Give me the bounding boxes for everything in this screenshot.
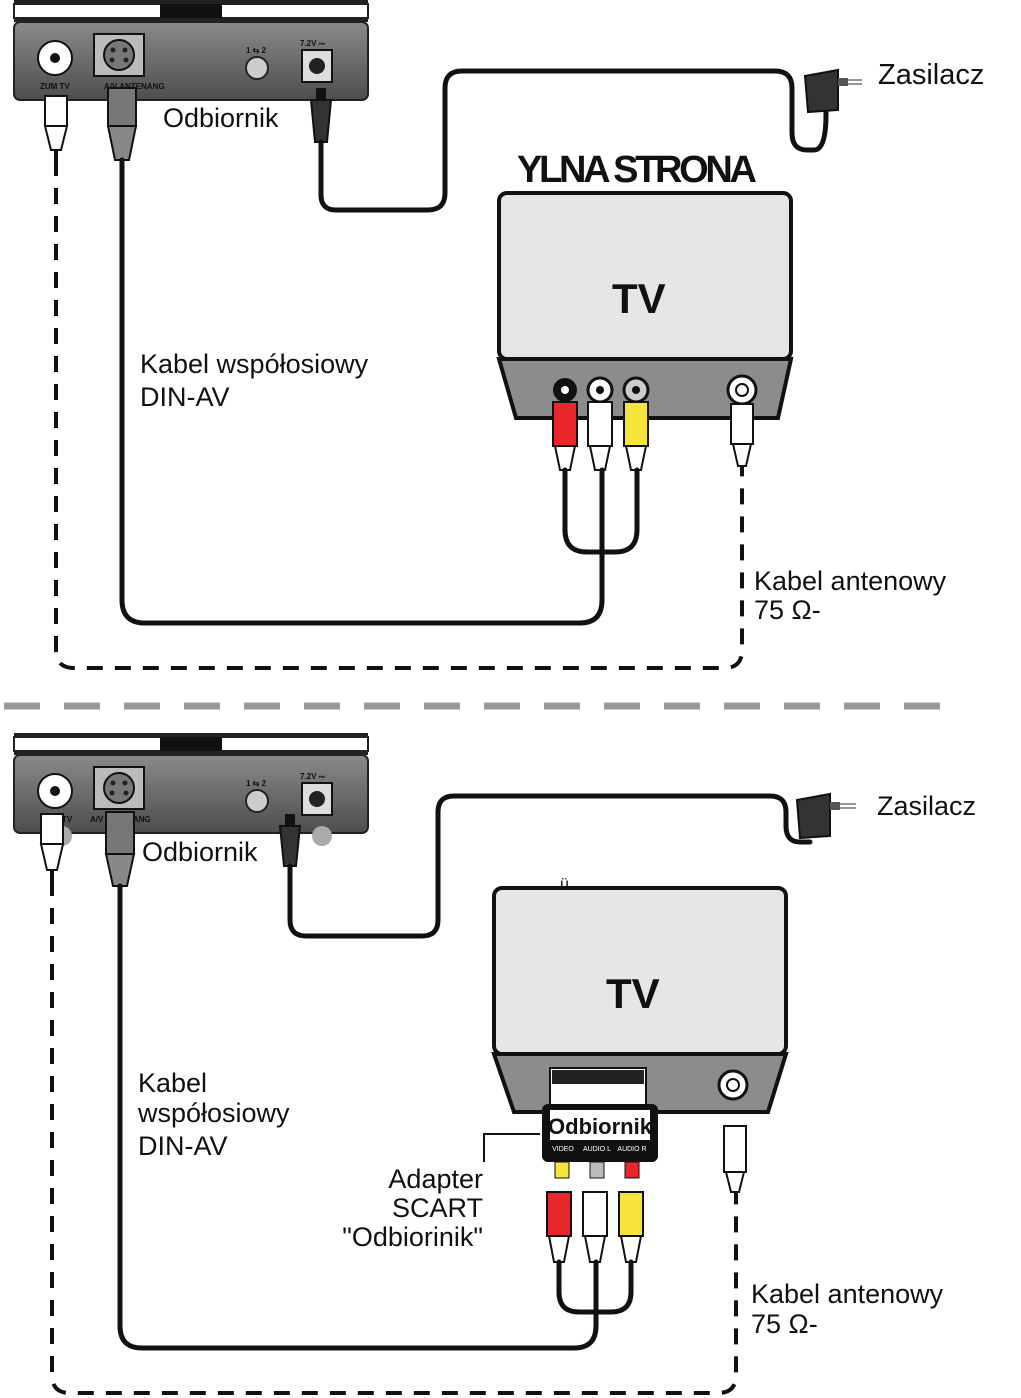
power-adapter-top bbox=[803, 68, 862, 114]
antenna-plug-tv-bottom bbox=[723, 1125, 747, 1193]
power-adapter-label-top: Zasilacz bbox=[878, 59, 984, 91]
antenna-plug-top bbox=[43, 95, 69, 160]
dc-port-icon bbox=[301, 49, 333, 83]
coax-cable-label-bottom-line3: DIN-AV bbox=[138, 1131, 228, 1161]
din-av-cable-top bbox=[119, 157, 605, 626]
power-adapter-label-bottom: Zasilacz bbox=[877, 791, 976, 821]
port-label-to-tv: TV bbox=[62, 815, 73, 824]
scart-port-video: VIDEO bbox=[552, 1146, 574, 1153]
tv-top bbox=[496, 191, 794, 420]
av-din-port-icon bbox=[93, 33, 145, 77]
dc-plug-bottom bbox=[278, 814, 302, 867]
coax-cable-label-top-line2: DIN-AV bbox=[140, 382, 230, 412]
din-plug-top bbox=[106, 87, 138, 161]
tv-antenna-jack-icon bbox=[717, 1069, 749, 1101]
tv-label-top: TV bbox=[612, 275, 666, 322]
tv-label-bottom: TV bbox=[606, 970, 660, 1017]
rear-side-heading: YLNA STRONA bbox=[517, 149, 757, 191]
coax-cable-label-top-line1: Kabel współosiowy bbox=[140, 349, 369, 379]
port-label-dc: 7.2V ⎓ bbox=[300, 772, 326, 781]
scart-port-audio-l: AUDIO L bbox=[583, 1146, 611, 1153]
power-cable-top bbox=[318, 68, 829, 213]
port-label-switch: 1 ⇆ 2 bbox=[246, 46, 267, 55]
antenna-port-icon bbox=[37, 773, 73, 809]
scart-adapter: Odbiornik VIDEO AUDIO L AUDIO R bbox=[542, 1104, 658, 1179]
din-av-cable-bottom bbox=[117, 883, 599, 1351]
antenna-cable-label-bottom-line2: 75 Ω- bbox=[751, 1309, 818, 1339]
port-label-dc: 7.2V ⎓ bbox=[300, 39, 326, 48]
rca-plug-white-top bbox=[587, 401, 613, 471]
coax-cable-label-bottom-line2: współosiowy bbox=[137, 1098, 290, 1128]
bottom-diagram: TV A/V ANTENANG 1 ⇆ 2 7.2V ⎓ Odbiornik Z… bbox=[13, 733, 976, 1395]
tv-mark-bottom: ü bbox=[560, 876, 569, 893]
din-plug-bottom bbox=[104, 811, 136, 887]
rca-plug-red-top bbox=[552, 401, 578, 471]
dc-port-icon bbox=[301, 782, 333, 816]
rca-jack-yellow-icon bbox=[622, 376, 650, 404]
tv-bottom bbox=[491, 886, 789, 1114]
rca-plug-white-bottom bbox=[582, 1191, 608, 1263]
receiver-label-top: Odbiornik bbox=[163, 103, 279, 133]
port-label-switch: 1 ⇆ 2 bbox=[246, 779, 267, 788]
scart-adapter-badge: Odbiornik bbox=[548, 1114, 653, 1139]
power-adapter-bottom bbox=[795, 792, 856, 840]
top-diagram: ZUM TV A/V ANTENANG 1 ⇆ 2 7.2V ⎓ Odbiorn… bbox=[13, 0, 984, 670]
dc-plug-top bbox=[309, 88, 333, 143]
rca-plug-yellow-bottom bbox=[618, 1191, 644, 1263]
power-cable-bottom bbox=[287, 793, 813, 939]
coax-cable-label-bottom-line1: Kabel bbox=[138, 1068, 207, 1098]
antenna-plug-bottom bbox=[39, 813, 65, 880]
adapter-label-line2: SCART bbox=[392, 1193, 483, 1223]
antenna-port-icon bbox=[37, 40, 73, 76]
tv-antenna-jack-icon bbox=[726, 374, 758, 406]
antenna-cable-bottom bbox=[50, 880, 738, 1395]
adapter-pointer-line bbox=[483, 1133, 540, 1162]
antenna-cable-label-top-line2: 75 Ω- bbox=[754, 595, 821, 625]
antenna-cable-label-bottom-line1: Kabel antenowy bbox=[751, 1279, 944, 1309]
channel-switch-icon bbox=[245, 56, 269, 80]
rca-plug-red-bottom bbox=[546, 1191, 572, 1263]
antenna-cable-label-top-line1: Kabel antenowy bbox=[754, 566, 947, 596]
antenna-cable-top bbox=[54, 160, 744, 670]
rca-plug-yellow-top bbox=[623, 401, 649, 471]
rca-jack-white-icon bbox=[586, 376, 614, 404]
receiver-bottom: TV A/V ANTENANG 1 ⇆ 2 7.2V ⎓ bbox=[13, 733, 369, 846]
receiver-label-bottom: Odbiornik bbox=[142, 837, 258, 867]
port-label-to-tv: ZUM TV bbox=[40, 82, 70, 91]
scart-port-audio-r: AUDIO R bbox=[617, 1146, 646, 1153]
adapter-label-line3: "Odbiorinik" bbox=[342, 1222, 483, 1252]
av-din-port-icon bbox=[93, 766, 145, 810]
antenna-plug-tv-top bbox=[730, 403, 754, 467]
port-label-av: A/V ANTENANG bbox=[104, 82, 165, 91]
adapter-label-line1: Adapter bbox=[388, 1164, 483, 1194]
rca-jack-red-icon bbox=[553, 378, 577, 402]
channel-switch-icon bbox=[245, 789, 269, 813]
receiver-top: ZUM TV A/V ANTENANG 1 ⇆ 2 7.2V ⎓ bbox=[13, 0, 369, 101]
